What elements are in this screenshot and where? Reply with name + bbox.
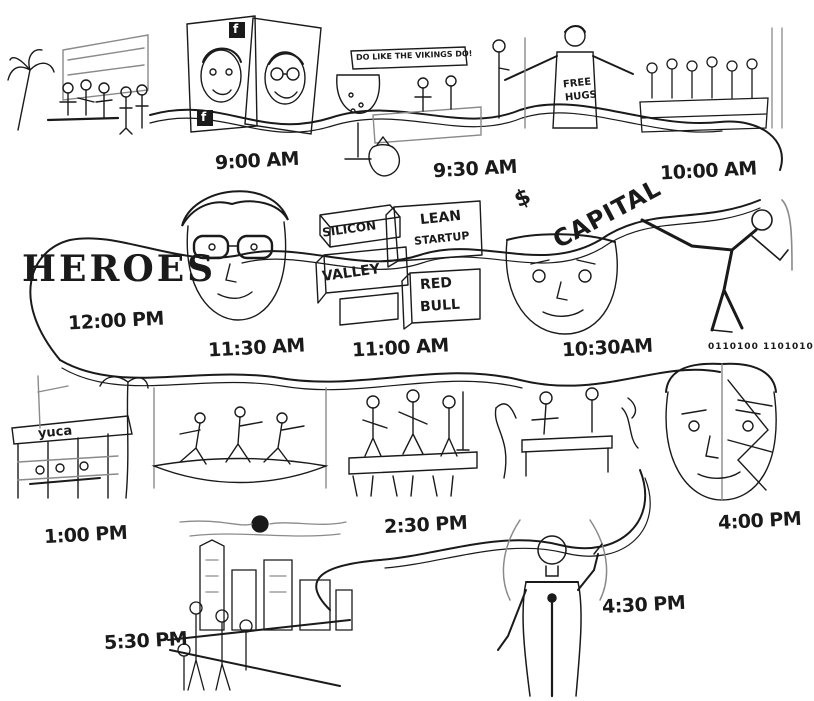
skyline-icon xyxy=(199,539,225,631)
block-red: RED xyxy=(419,274,453,294)
binary-stream: 0110100 1101010 xyxy=(708,342,814,352)
wine-glass-icon xyxy=(336,74,381,114)
facebook-badge-label: f xyxy=(233,22,239,36)
conference-audience-sketch xyxy=(639,27,783,133)
founders-portraits-sketch xyxy=(186,15,322,135)
time-1300: 1:00 PM xyxy=(43,521,128,549)
time-0930: 9:30 AM xyxy=(432,155,518,183)
karate-kick-sketch xyxy=(640,199,793,333)
time-1430: 2:30 PM xyxy=(383,511,468,539)
startup-blocks-sketch xyxy=(315,200,483,330)
standup-speaker-sketch xyxy=(497,519,608,698)
restaurant-sign: yuca xyxy=(37,423,73,442)
massage-spa-sketch xyxy=(494,387,639,479)
karate-kick-icon xyxy=(640,218,758,252)
rooftop-skyline-sketch xyxy=(167,515,353,691)
jazz-band-sketch xyxy=(7,34,149,135)
block-bull: BULL xyxy=(419,296,461,316)
dance-stage-sketch xyxy=(151,387,329,489)
idea-capital-head-sketch xyxy=(505,233,618,335)
strawberry-icon xyxy=(368,143,400,177)
heroes-logo: HEROES xyxy=(22,248,217,290)
time-0900: 9:00 AM xyxy=(214,147,300,175)
facebook-badge-label: f xyxy=(201,110,207,124)
glasses-portrait-sketch xyxy=(181,190,289,321)
facebook-icon xyxy=(229,22,245,38)
moon-icon xyxy=(251,515,269,533)
time-1630: 4:30 PM xyxy=(601,591,686,619)
restaurant-sketch xyxy=(11,375,149,499)
rock-band-sketch xyxy=(348,389,478,497)
time-1600: 4:00 PM xyxy=(717,507,802,535)
palm-tree-icon xyxy=(125,381,129,499)
time-1730: 5:30 PM xyxy=(103,627,188,655)
free-hugs-sketch xyxy=(492,25,634,129)
binary-face-sketch xyxy=(665,362,777,501)
palm-tree-icon xyxy=(17,69,31,131)
microphone-icon xyxy=(456,391,470,451)
viking-bar-sketch xyxy=(336,46,482,177)
facebook-icon xyxy=(197,110,213,126)
